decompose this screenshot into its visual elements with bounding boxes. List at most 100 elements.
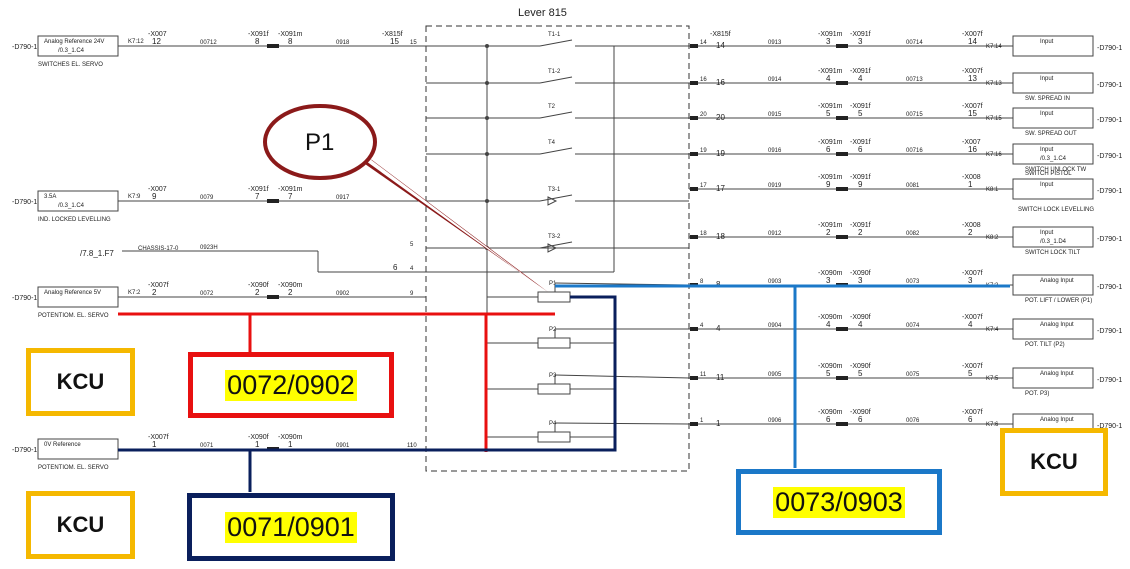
left-enclosure-pin: 9 [410,291,414,297]
right-conn3-pin: 3 [858,37,863,46]
left-wire2: 0901 [336,443,350,449]
pot-label: P2 [549,327,557,333]
left-wire1: 0071 [200,443,214,449]
right-wire2: 0081 [906,183,920,189]
left-box-line2: /0.3_1.C4 [58,48,85,54]
right-conn4: -X008 [962,174,981,181]
junction-dot [485,116,489,120]
connector-pin [690,376,698,380]
left-enclosure-pin: 10 [410,443,417,449]
right-enclosure-pin: 4 [700,323,704,329]
right-conn4-pin: 4 [968,320,973,329]
right-conn3: -X090f [850,409,871,416]
right-conn4-pin: 2 [968,228,973,237]
left-ref: -D790-1 [12,199,37,206]
right-label: SWITCH UNLOCK TW [1025,167,1087,173]
connector-pin [690,116,698,120]
connector-pin [690,152,698,156]
connector-pin [690,81,698,85]
left-box-line1: 0V Reference [44,442,81,448]
right-conn2-pin: 6 [826,145,831,154]
right-wire2: 00715 [906,112,923,118]
right-conn2-pin: 3 [826,276,831,285]
code-red-text: 0072/0902 [225,369,357,401]
left-conn3: -X090m [278,434,303,441]
left-wire1: 00712 [200,40,217,46]
left-conn3-pin: 1 [288,440,293,449]
right-enclosure-pin: 16 [700,77,707,83]
right-conn4-pin: 6 [968,415,973,424]
left-label: POTENTIOM. EL. SERVO [38,465,109,471]
right-ref: -D790-1 [1097,153,1122,160]
right-conn2-pin: 9 [826,180,831,189]
callout-label: P1 [305,129,334,156]
right-k-pin: K7:15 [986,116,1002,122]
right-conn3-pin: 4 [858,74,863,83]
right-wire2: 0073 [906,279,920,285]
right-pin: 18 [716,232,725,241]
right-conn3: -X090f [850,314,871,321]
junction-dot [485,44,489,48]
left-box-line1: Analog Reference 24V [44,39,104,45]
left-conn3-pin: 8 [288,37,293,46]
right-conn2: -X091m [818,68,843,75]
right-conn4: -X008 [962,222,981,229]
right-conn4: -X007f [962,103,983,110]
right-wire2: 00716 [906,148,923,154]
right-conn3-pin: 3 [858,276,863,285]
right-conn2: -X091m [818,31,843,38]
right-pin: 11 [716,373,725,382]
right-box-line1: Input [1040,230,1054,236]
right-conn3: -X091f [850,222,871,229]
left-wire2: 0902 [336,291,350,297]
left-conn3: -X091m [278,186,303,193]
chassis-pin5: 5 [410,242,414,248]
right-conn2: -X090m [818,270,843,277]
pot-label: P4 [549,421,557,427]
connector-pin [836,44,848,48]
junction-dot [485,199,489,203]
connector-pin [267,44,279,48]
led-icon [547,243,558,253]
right-box-line1: Analog Input [1040,371,1074,377]
chassis-wire: 0923H [200,245,218,251]
connector-pin [836,422,848,426]
right-wire1: 0916 [768,148,782,154]
connector-pin [836,152,848,156]
switch-label: T3-2 [548,234,561,240]
right-conn4-pin: 5 [968,369,973,378]
right-wire1: 0905 [768,372,782,378]
right-conn2-pin: 3 [826,37,831,46]
right-conn3: -X090f [850,363,871,370]
right-k-pin: K7:4 [986,327,999,333]
left-ref: -D790-1 [12,295,37,302]
right-enclosure-pin: 11 [700,372,707,378]
right-ref: -D790-1 [1097,236,1122,243]
right-k-pin: K8:2 [986,235,999,241]
connector-pin [690,327,698,331]
right-wire2: 0074 [906,323,920,329]
kcu-box-top-left: KCU [26,348,135,416]
right-conn3-pin: 5 [858,109,863,118]
left-box-line2: /0.3_1.C4 [58,203,85,209]
code-box-red: 0072/0902 [188,352,394,418]
pot-label: P1 [549,281,557,287]
connector-pin [690,422,698,426]
right-conn3: -X091f [850,68,871,75]
right-wire1: 0914 [768,77,782,83]
switch-label: T1-2 [548,69,561,75]
right-pin: 1 [716,419,721,428]
right-box-line1: Input [1040,147,1054,153]
left-ref: -D790-1 [12,44,37,51]
connector-pin [267,199,279,203]
right-enclosure-pin: 14 [700,40,707,46]
left-conn1: -X007 [148,31,167,38]
right-conn3: -X091f [850,31,871,38]
right-x815: -X815f [710,31,731,38]
left-wire2: 0918 [336,40,350,46]
right-k-pin: K7:5 [986,376,999,382]
right-enclosure-pin: 1 [700,418,704,424]
potentiometer [537,383,571,395]
right-box-line2: /0.3_1.D4 [1040,239,1067,245]
wire [554,374,690,379]
